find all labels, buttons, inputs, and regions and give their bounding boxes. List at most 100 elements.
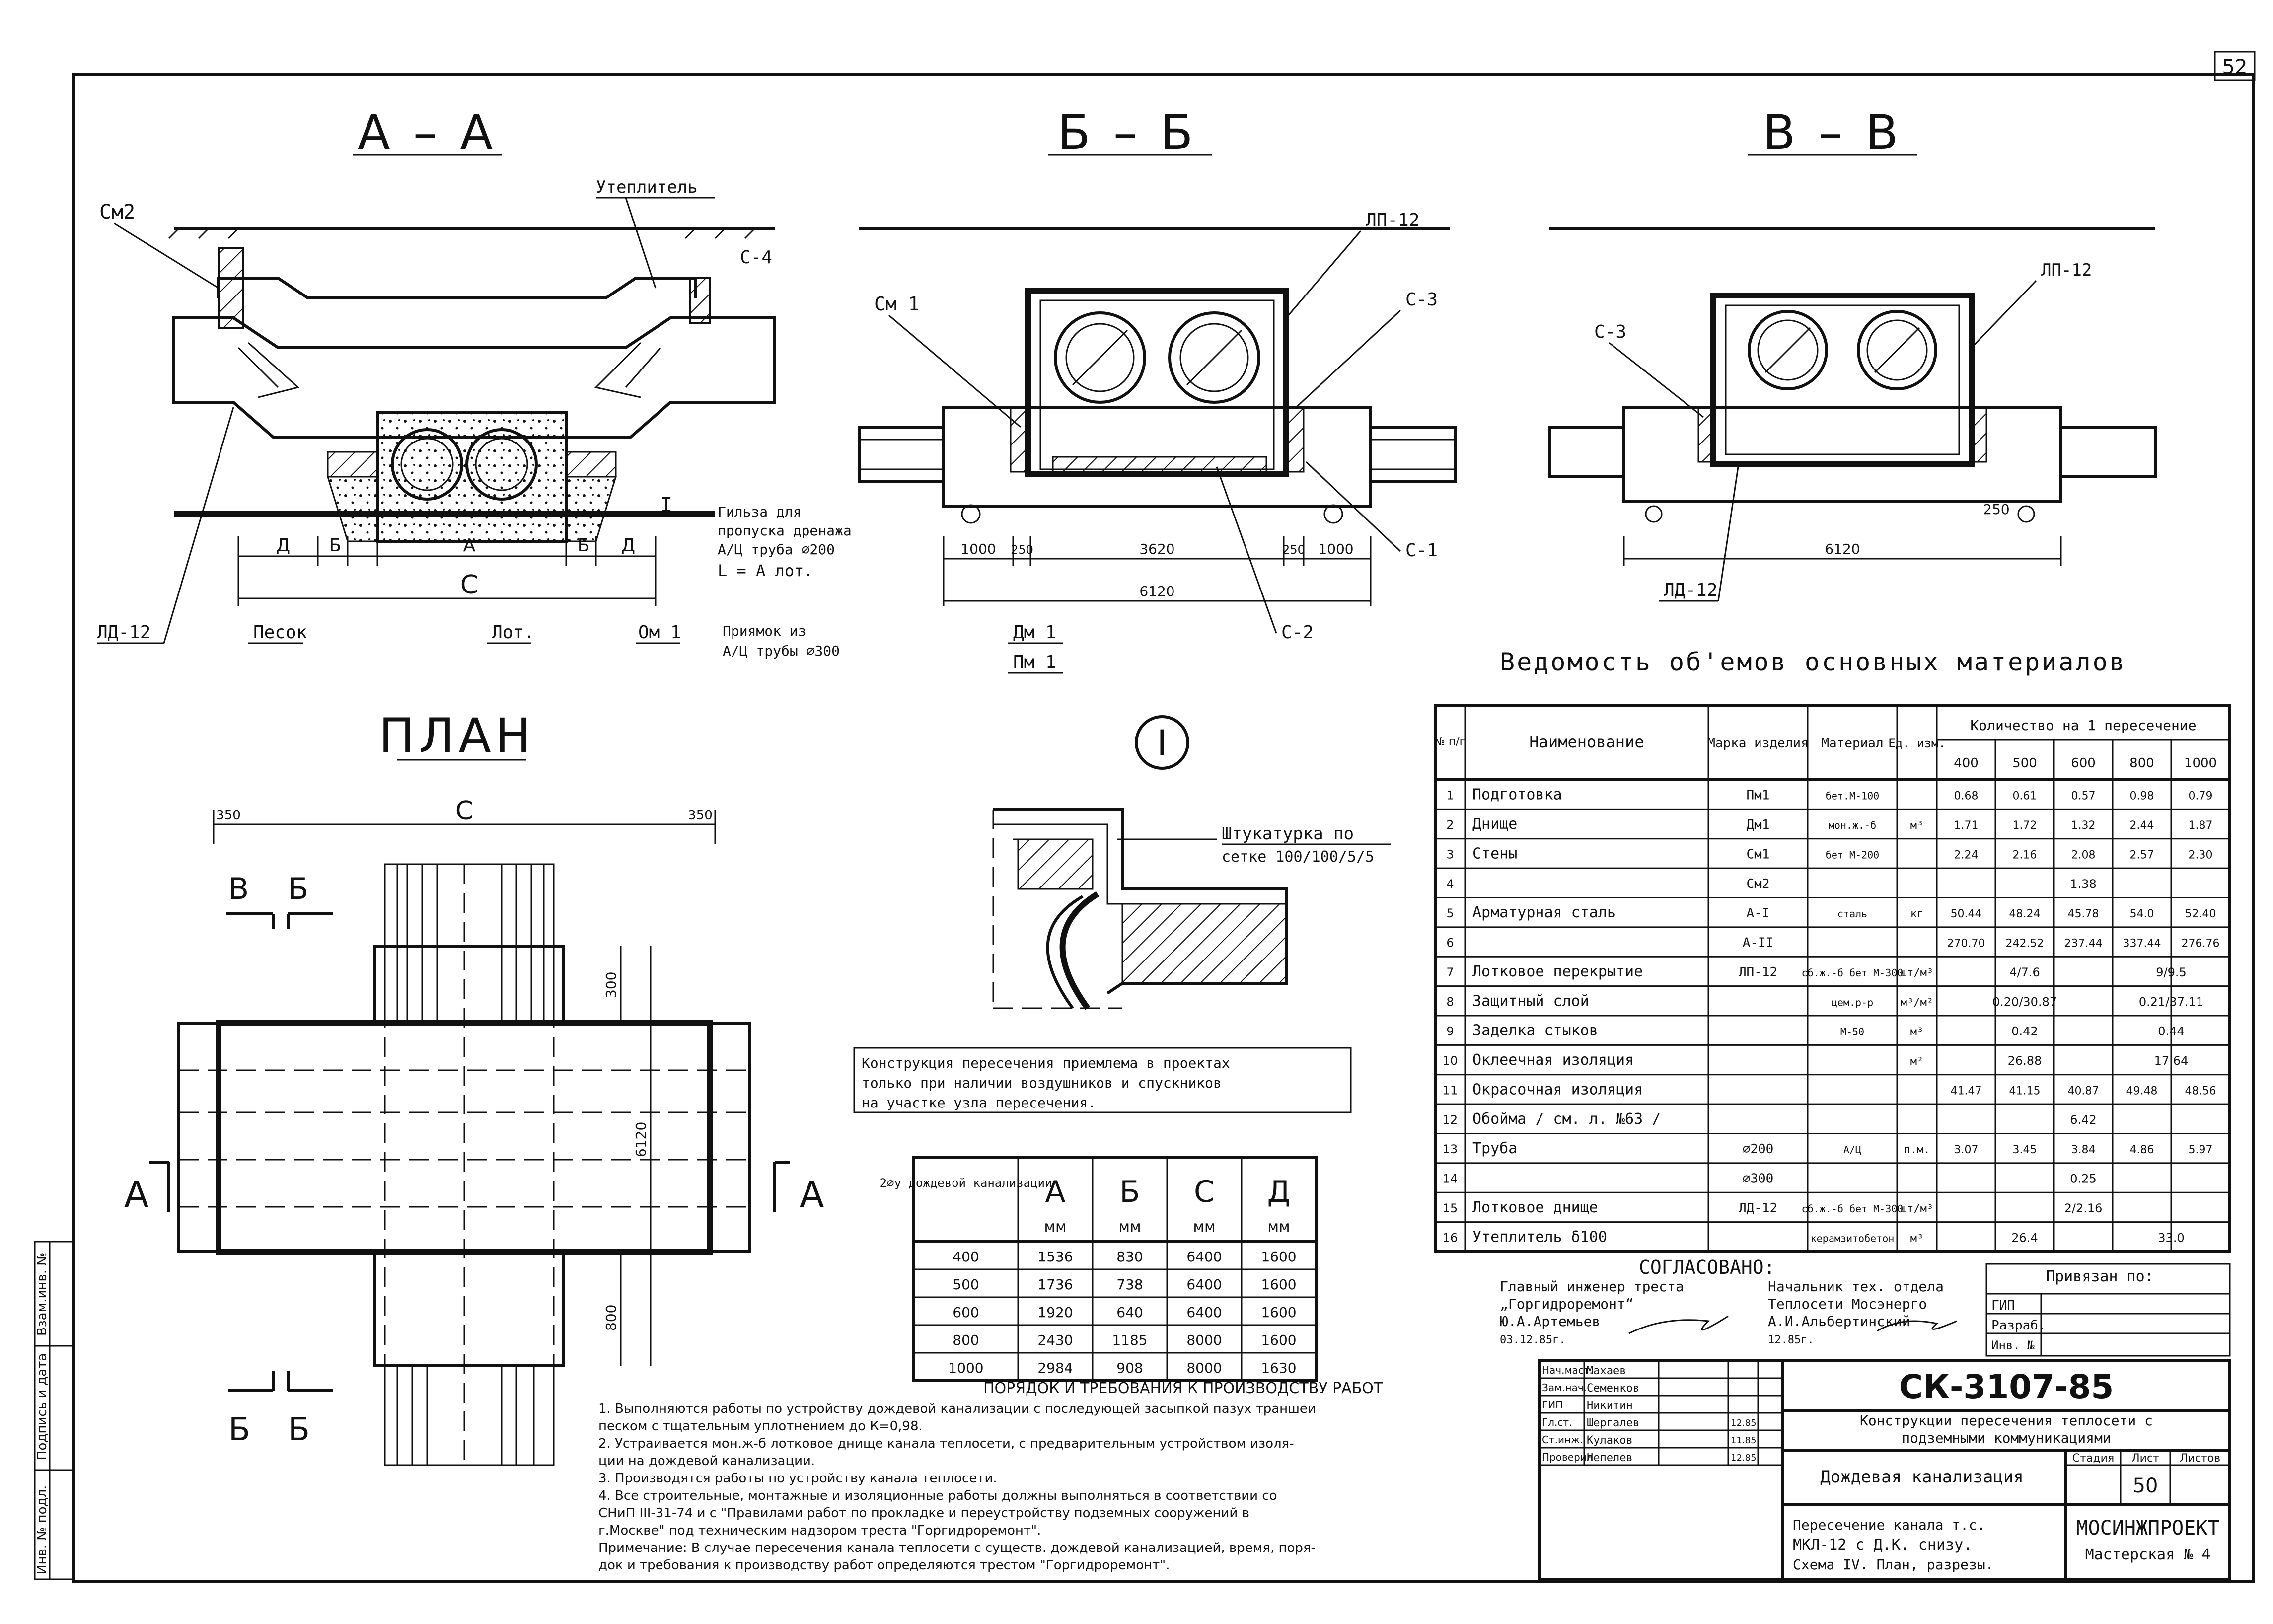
materials-row-value: 48.56 — [2185, 1085, 2216, 1097]
materials-row-number: 2 — [1446, 818, 1454, 832]
materials-row-number: 12 — [1443, 1113, 1458, 1127]
materials-row-mark: А-I — [1747, 906, 1770, 921]
aa-s4-label: С-4 — [740, 247, 772, 268]
svg-text:Листов: Листов — [2180, 1452, 2220, 1465]
svg-text:А: А — [1045, 1175, 1065, 1209]
materials-row-value: 2.24 — [1954, 849, 1979, 861]
svg-text:ГИП: ГИП — [1991, 1298, 2015, 1313]
svg-text:Марка изделия: Марка изделия — [1707, 736, 1809, 751]
sheet-frame — [72, 73, 2255, 1583]
materials-row-value: 270.70 — [1947, 938, 1985, 950]
materials-row-value: 26.4 — [2011, 1231, 2038, 1245]
materials-row-material: мон.ж.-б — [1829, 819, 1876, 831]
materials-row-number: 11 — [1443, 1083, 1458, 1097]
materials-row-unit: шт/м³ — [1901, 967, 1933, 979]
materials-row-number: 1 — [1446, 789, 1454, 803]
dims-table-cell: 800 — [953, 1332, 979, 1348]
svg-text:1000: 1000 — [960, 541, 996, 557]
svg-text:СНиП III-31-74 и с "Правилами: СНиП III-31-74 и с "Правилами работ по п… — [598, 1506, 1249, 1521]
svg-text:на участке узла пересечения.: на участке узла пересечения. — [862, 1095, 1096, 1111]
svg-text:Лот.: Лот. — [492, 622, 535, 643]
svg-text:Пм 1: Пм 1 — [1013, 652, 1056, 672]
svg-text:Количество на 1 пересечение: Количество на 1 пересечение — [1970, 717, 2196, 734]
dims-table-cell: 600 — [953, 1304, 979, 1321]
aa-roman-label: I — [660, 494, 672, 517]
materials-row-name: Лотковое перекрытие — [1472, 963, 1643, 980]
staff-date: 12.85 — [1731, 1453, 1757, 1463]
staff-date: 12.85 — [1731, 1418, 1757, 1428]
dims-table-cell: 500 — [953, 1276, 979, 1293]
materials-row-name: Днище — [1472, 815, 1517, 833]
svg-text:Дм 1: Дм 1 — [1013, 622, 1056, 643]
materials-row-value: 41.47 — [1951, 1085, 1982, 1097]
svg-text:док и требования к производств: док и требования к производству работ оп… — [598, 1558, 1170, 1573]
materials-row-mark: Пм1 — [1747, 788, 1770, 803]
materials-row-value: 2.57 — [2130, 849, 2154, 861]
svg-text:А.И.Альбертинский: А.И.Альбертинский — [1768, 1313, 1910, 1329]
materials-row-value: 9/9.5 — [2156, 965, 2187, 979]
dims-table-cell: 6400 — [1186, 1249, 1222, 1265]
materials-row-mark: ЛД-12 — [1739, 1201, 1777, 1216]
materials-row-material: сталь — [1837, 908, 1867, 920]
materials-row-value: 337.44 — [2123, 938, 2161, 950]
dims-table-cell: 1600 — [1261, 1332, 1296, 1348]
svg-text:мм: мм — [1267, 1218, 1290, 1236]
materials-row-mark: Дм1 — [1747, 817, 1770, 832]
dims-table-cell: 6400 — [1186, 1276, 1222, 1293]
materials-row-unit: п.м. — [1904, 1144, 1930, 1156]
materials-row-value: 3.07 — [1954, 1144, 1979, 1156]
materials-row-unit: м³ — [1910, 819, 1924, 832]
section-vv-title: В – В — [1763, 105, 1903, 160]
svg-text:ции на дождевой канализации.: ции на дождевой канализации. — [598, 1454, 815, 1469]
staff-name: Махаев — [1587, 1365, 1626, 1377]
materials-row-name: Арматурная сталь — [1472, 904, 1616, 921]
svg-text:Пересечение канала т.с.: Пересечение канала т.с. — [1793, 1517, 1985, 1533]
svg-text:350: 350 — [216, 808, 241, 823]
svg-text:6120: 6120 — [633, 1122, 649, 1157]
staff-name: Никитин — [1587, 1400, 1633, 1412]
svg-text:Б: Б — [288, 872, 308, 906]
materials-row-material: керамзитобетон — [1811, 1232, 1895, 1244]
materials-row-mark: ∅300 — [1743, 1172, 1774, 1186]
materials-row-value: 2/2.16 — [2064, 1201, 2103, 1215]
svg-text:А/Ц труба ∅200: А/Ц труба ∅200 — [718, 541, 835, 558]
svg-text:12.85г.: 12.85г. — [1768, 1334, 1814, 1346]
svg-text:Ю.А.Артемьев: Ю.А.Артемьев — [1500, 1313, 1600, 1329]
materials-row-value: 40.87 — [2068, 1085, 2099, 1097]
materials-row-mark: См2 — [1747, 877, 1770, 891]
materials-row-value: 6.42 — [2070, 1113, 2096, 1127]
materials-row-value: 2.08 — [2071, 849, 2096, 861]
materials-row-material: бет М-200 — [1826, 849, 1879, 861]
dims-table-cell: 738 — [1116, 1276, 1143, 1293]
materials-row-value: 276.76 — [2182, 938, 2220, 950]
svg-text:Начальник тех. отдела: Начальник тех. отдела — [1768, 1278, 1944, 1295]
svg-text:подземными коммуникациями: подземными коммуникациями — [1902, 1430, 2111, 1446]
svg-text:С-1: С-1 — [1405, 540, 1438, 561]
svg-text:250: 250 — [1282, 543, 1305, 557]
materials-row-number: 4 — [1446, 877, 1454, 891]
materials-row-material: сб.ж.-б бет М-300 — [1802, 967, 1904, 979]
materials-row-name: Подготовка — [1472, 786, 1562, 804]
svg-text:Б: Б — [329, 535, 342, 556]
svg-text:6120: 6120 — [1825, 541, 1860, 557]
svg-text:1000: 1000 — [1318, 541, 1353, 557]
svg-text:300: 300 — [603, 972, 619, 998]
svg-text:I: I — [1157, 723, 1168, 763]
materials-row-value: 0.57 — [2071, 790, 2096, 803]
materials-size-header: 600 — [2071, 756, 2096, 771]
svg-text:03.12.85г.: 03.12.85г. — [1500, 1334, 1565, 1346]
materials-row-number: 5 — [1446, 906, 1454, 920]
svg-text:мм: мм — [1118, 1218, 1141, 1236]
svg-text:Материал: Материал — [1821, 736, 1883, 751]
materials-row-number: 13 — [1443, 1142, 1458, 1156]
side-stamp: Взам.инв. № Подпись и дата Инв. № подл. — [34, 1241, 74, 1580]
svg-text:3. Производятся работы по устр: 3. Производятся работы по устройству кан… — [598, 1471, 997, 1486]
svg-text:Стадия: Стадия — [2072, 1452, 2114, 1465]
staff-role: Ст.инж. — [1542, 1434, 1583, 1446]
materials-row-name: Обойма / см. л. №63 / — [1472, 1110, 1661, 1128]
materials-row-name: Утеплитель δ100 — [1472, 1228, 1607, 1246]
svg-text:Конструкция пересечения приемл: Конструкция пересечения приемлема в прое… — [862, 1055, 1230, 1071]
materials-size-header: 1000 — [2184, 756, 2217, 771]
materials-row-value: 1.32 — [2071, 819, 2096, 832]
